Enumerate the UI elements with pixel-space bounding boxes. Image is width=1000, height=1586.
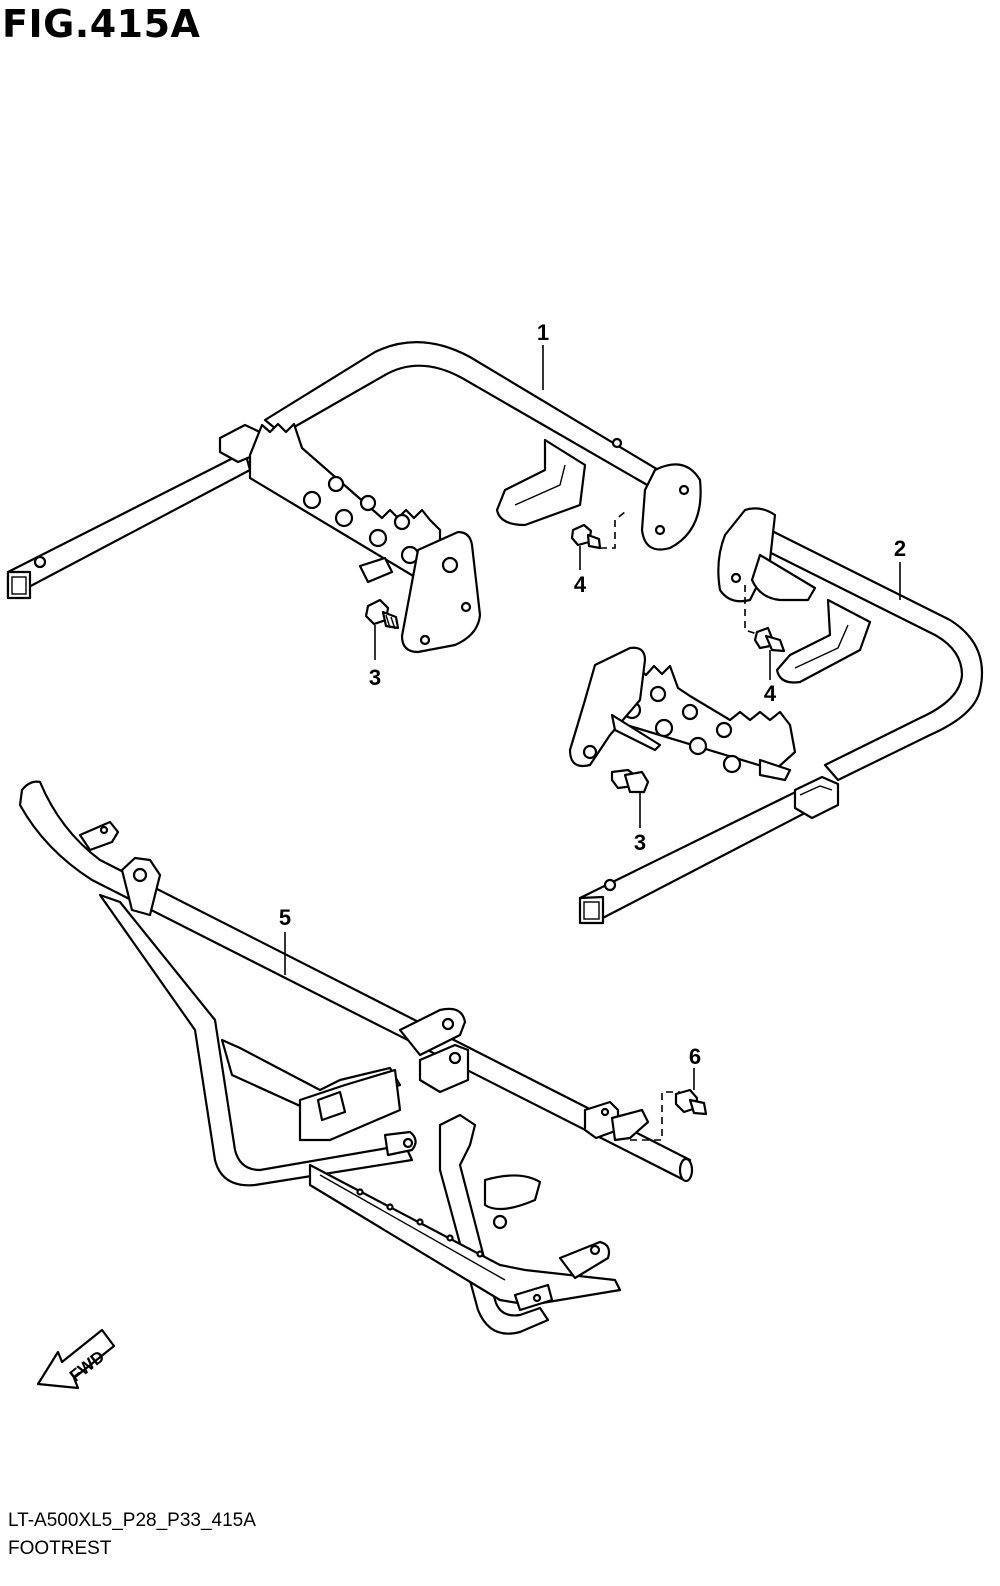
footrest-bracket-left	[6, 341, 702, 654]
figure-title: FIG.415A	[2, 2, 201, 46]
callout-3-right: 3	[634, 830, 646, 855]
footrest-bracket-right	[568, 507, 984, 925]
fwd-direction-marker: FWD	[36, 1328, 116, 1390]
footrest-guard-frame	[18, 780, 694, 1335]
callout-6: 6	[689, 1044, 701, 1069]
figure-name: FOOTREST	[8, 1538, 112, 1559]
bolt-4-right	[744, 585, 786, 680]
bolt-3-left	[364, 598, 400, 660]
callout-5: 5	[279, 905, 291, 930]
bolt-6	[630, 1068, 708, 1141]
callout-4-left: 4	[574, 572, 587, 597]
callout-3-left: 3	[369, 665, 381, 690]
callout-2: 2	[894, 536, 906, 561]
bolt-4-left	[570, 511, 626, 570]
bolt-3-right	[610, 768, 650, 828]
arrow-down-left-icon	[36, 1328, 116, 1390]
callout-4-right: 4	[764, 681, 777, 706]
callout-1: 1	[537, 320, 549, 345]
figure-code: LT-A500XL5_P28_P33_415A	[8, 1510, 256, 1531]
